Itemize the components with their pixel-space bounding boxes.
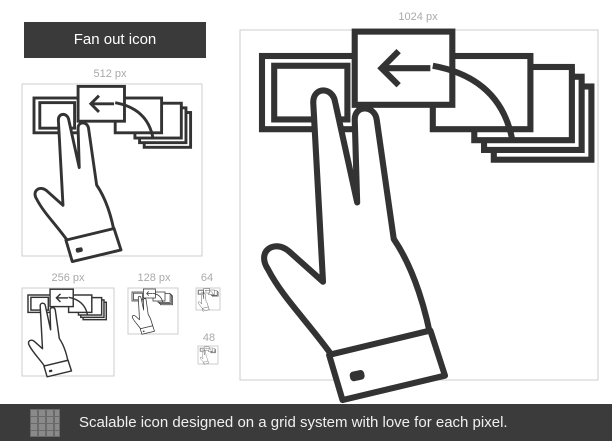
fan-out-icon-48 — [199, 346, 216, 365]
grid-logo-icon — [30, 409, 60, 437]
icon-title: Fan out icon — [24, 22, 206, 58]
fan-out-icon-1024 — [262, 32, 591, 400]
size-label-256: 256 px — [51, 272, 85, 284]
fan-out-icon-128 — [131, 288, 173, 335]
guide-box-512 — [21, 83, 203, 257]
size-label-512: 512 px — [93, 68, 127, 80]
size-label-1024: 1024 px — [398, 11, 438, 23]
size-label-48: 48 — [202, 332, 216, 344]
guide-box-256 — [21, 287, 115, 377]
guide-box-48 — [197, 345, 219, 365]
fan-out-icon-256 — [27, 288, 108, 378]
fan-out-icon-512 — [32, 84, 193, 264]
fan-out-icon-64 — [197, 288, 219, 312]
size-label-64: 64 — [200, 272, 214, 284]
size-label-128: 128 px — [137, 272, 171, 284]
guide-box-128 — [127, 287, 179, 335]
footer-bar — [0, 404, 612, 441]
footer-caption: Scalable icon designed on a grid system … — [79, 414, 508, 431]
icon-preview-canvas — [21, 0, 599, 404]
